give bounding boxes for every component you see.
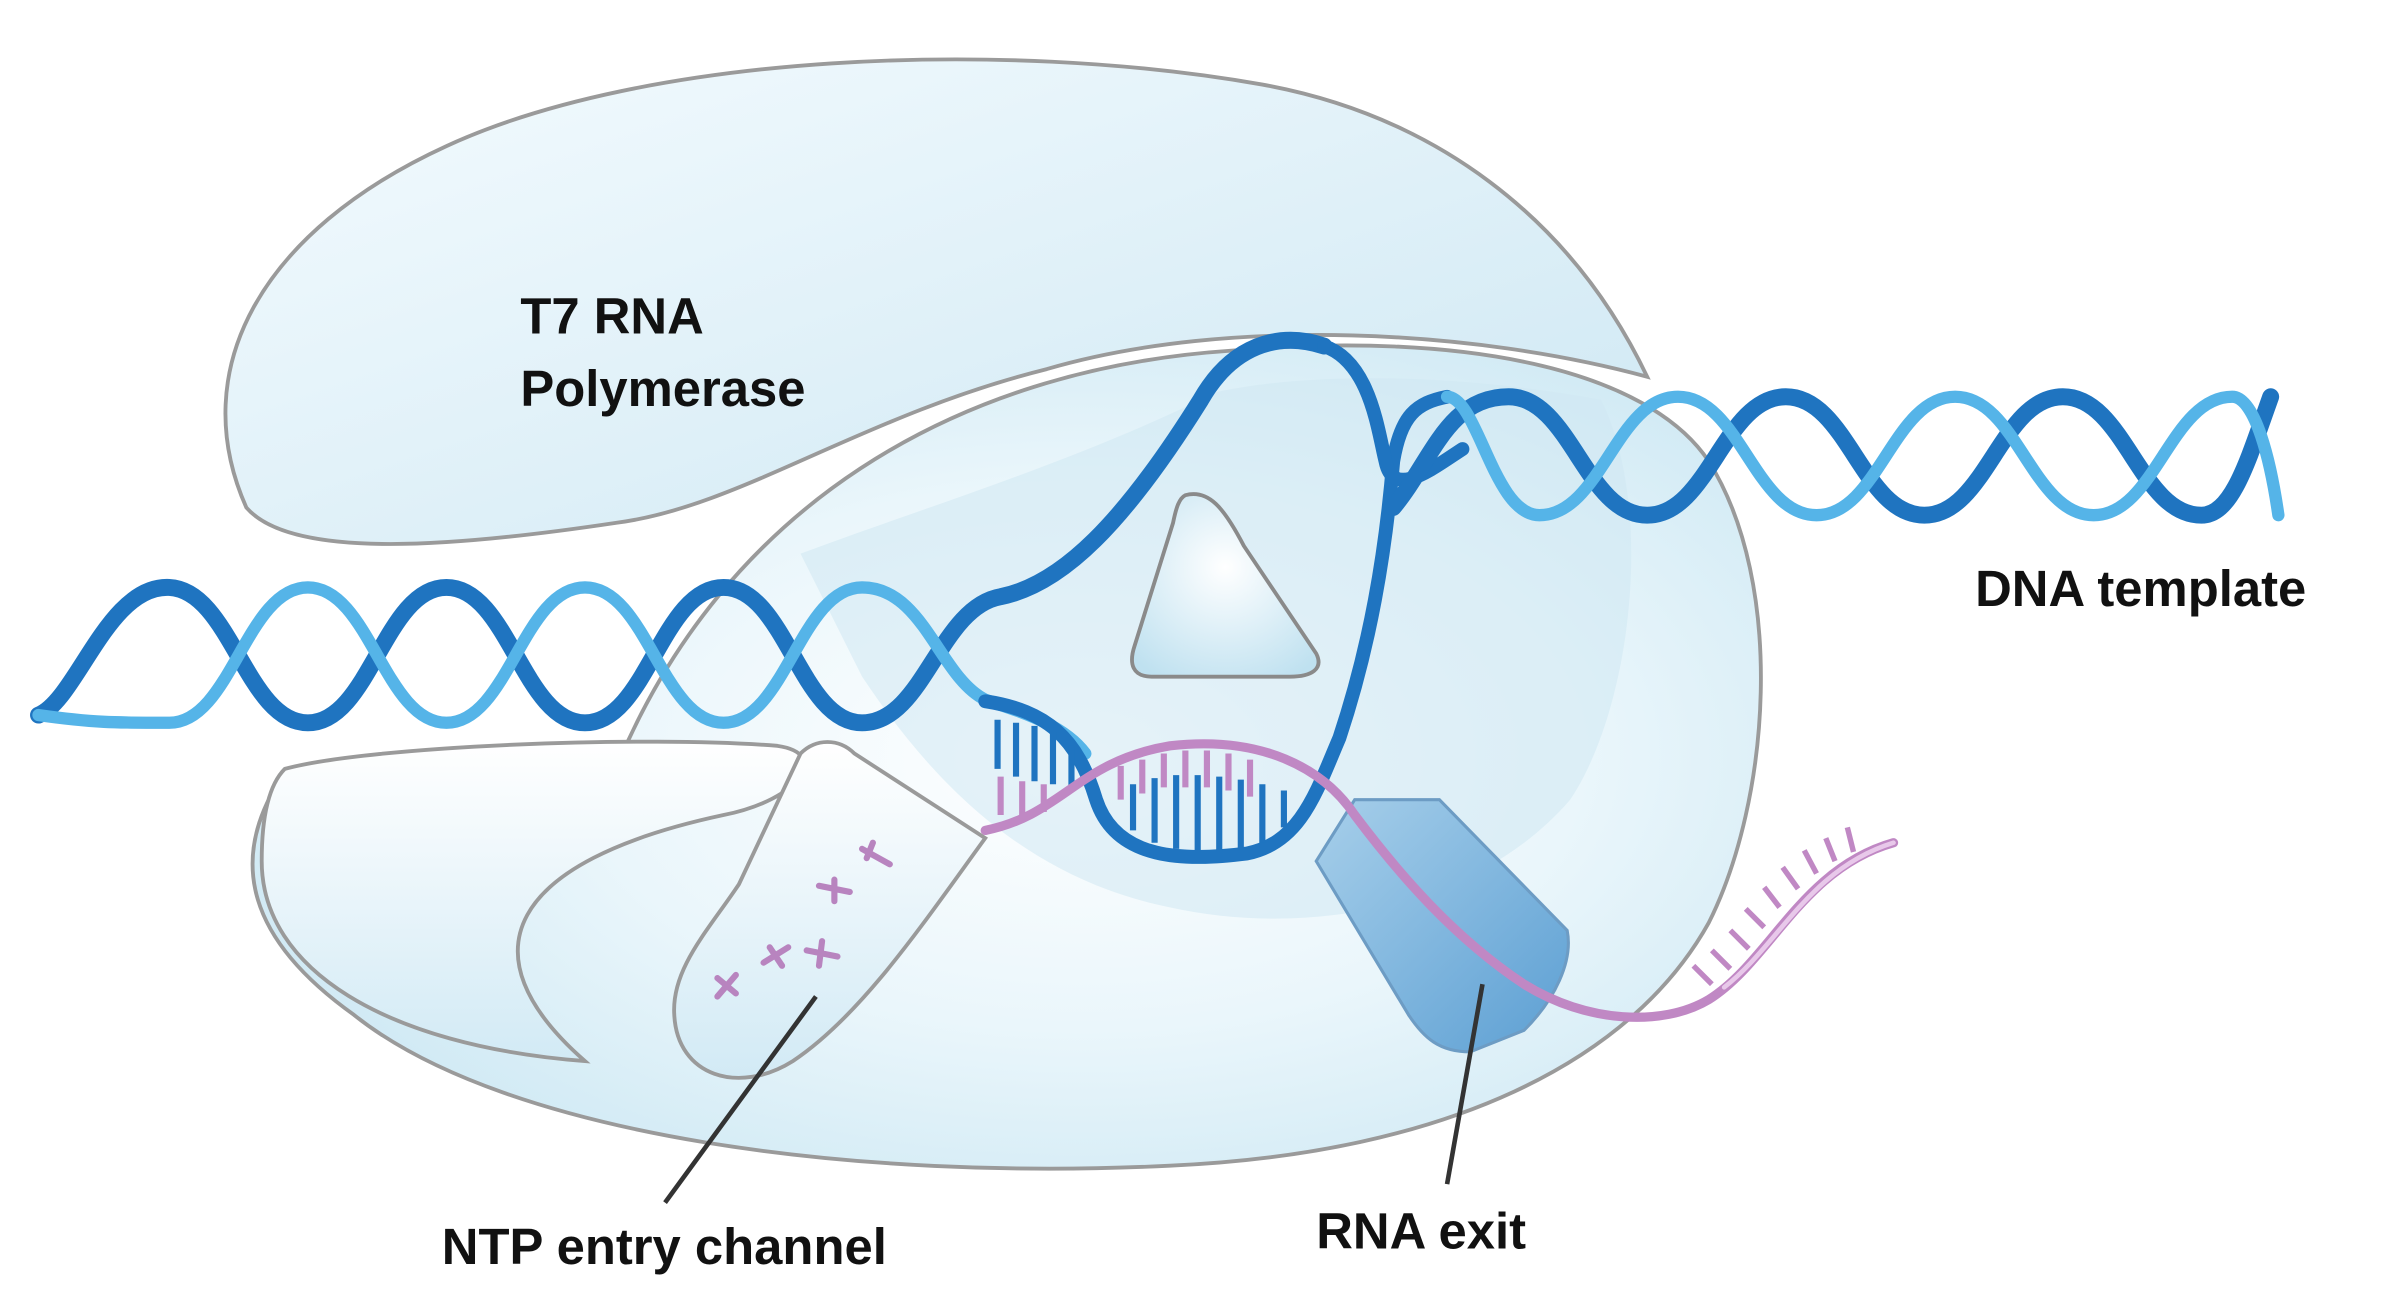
rna-transcript xyxy=(980,739,1899,1022)
left-dna-duplex xyxy=(30,331,1333,760)
specificity-loop-triangle xyxy=(1130,492,1321,679)
dna-nontemplate-strand xyxy=(1316,339,1470,487)
right-dna-strand-a xyxy=(1384,388,2280,524)
ntp-channel-leader-line xyxy=(663,995,818,1204)
right-dna-strand-b xyxy=(1440,390,2285,522)
rna-exit-channel xyxy=(1314,798,1570,1054)
left-dna-strand-a xyxy=(30,331,1333,732)
rna-exit-label: RNA exit xyxy=(1316,1203,1526,1260)
dna-template-strand xyxy=(978,389,1455,864)
dna-template-label: DNA template xyxy=(1975,560,2306,617)
left-dna-strand-b xyxy=(32,581,1092,760)
thumb-lobe xyxy=(223,57,1651,546)
polymerase-label-line2: Polymerase xyxy=(520,360,805,417)
ntp-entry-channel-label: NTP entry channel xyxy=(442,1218,887,1275)
hybrid-base-pairs xyxy=(994,719,1287,852)
polymerase-label-line1: T7 RNA xyxy=(520,288,703,345)
rna-bases xyxy=(1691,826,1857,987)
rna-exit-leader-line xyxy=(1444,983,1485,1185)
right-dna-duplex xyxy=(1384,388,2285,524)
ntp-molecules xyxy=(714,839,893,1000)
lower-palm-lobe xyxy=(259,739,807,1064)
ntp-entry-channel-tube xyxy=(672,740,988,1080)
rna-strand-highlight xyxy=(1721,840,1896,990)
